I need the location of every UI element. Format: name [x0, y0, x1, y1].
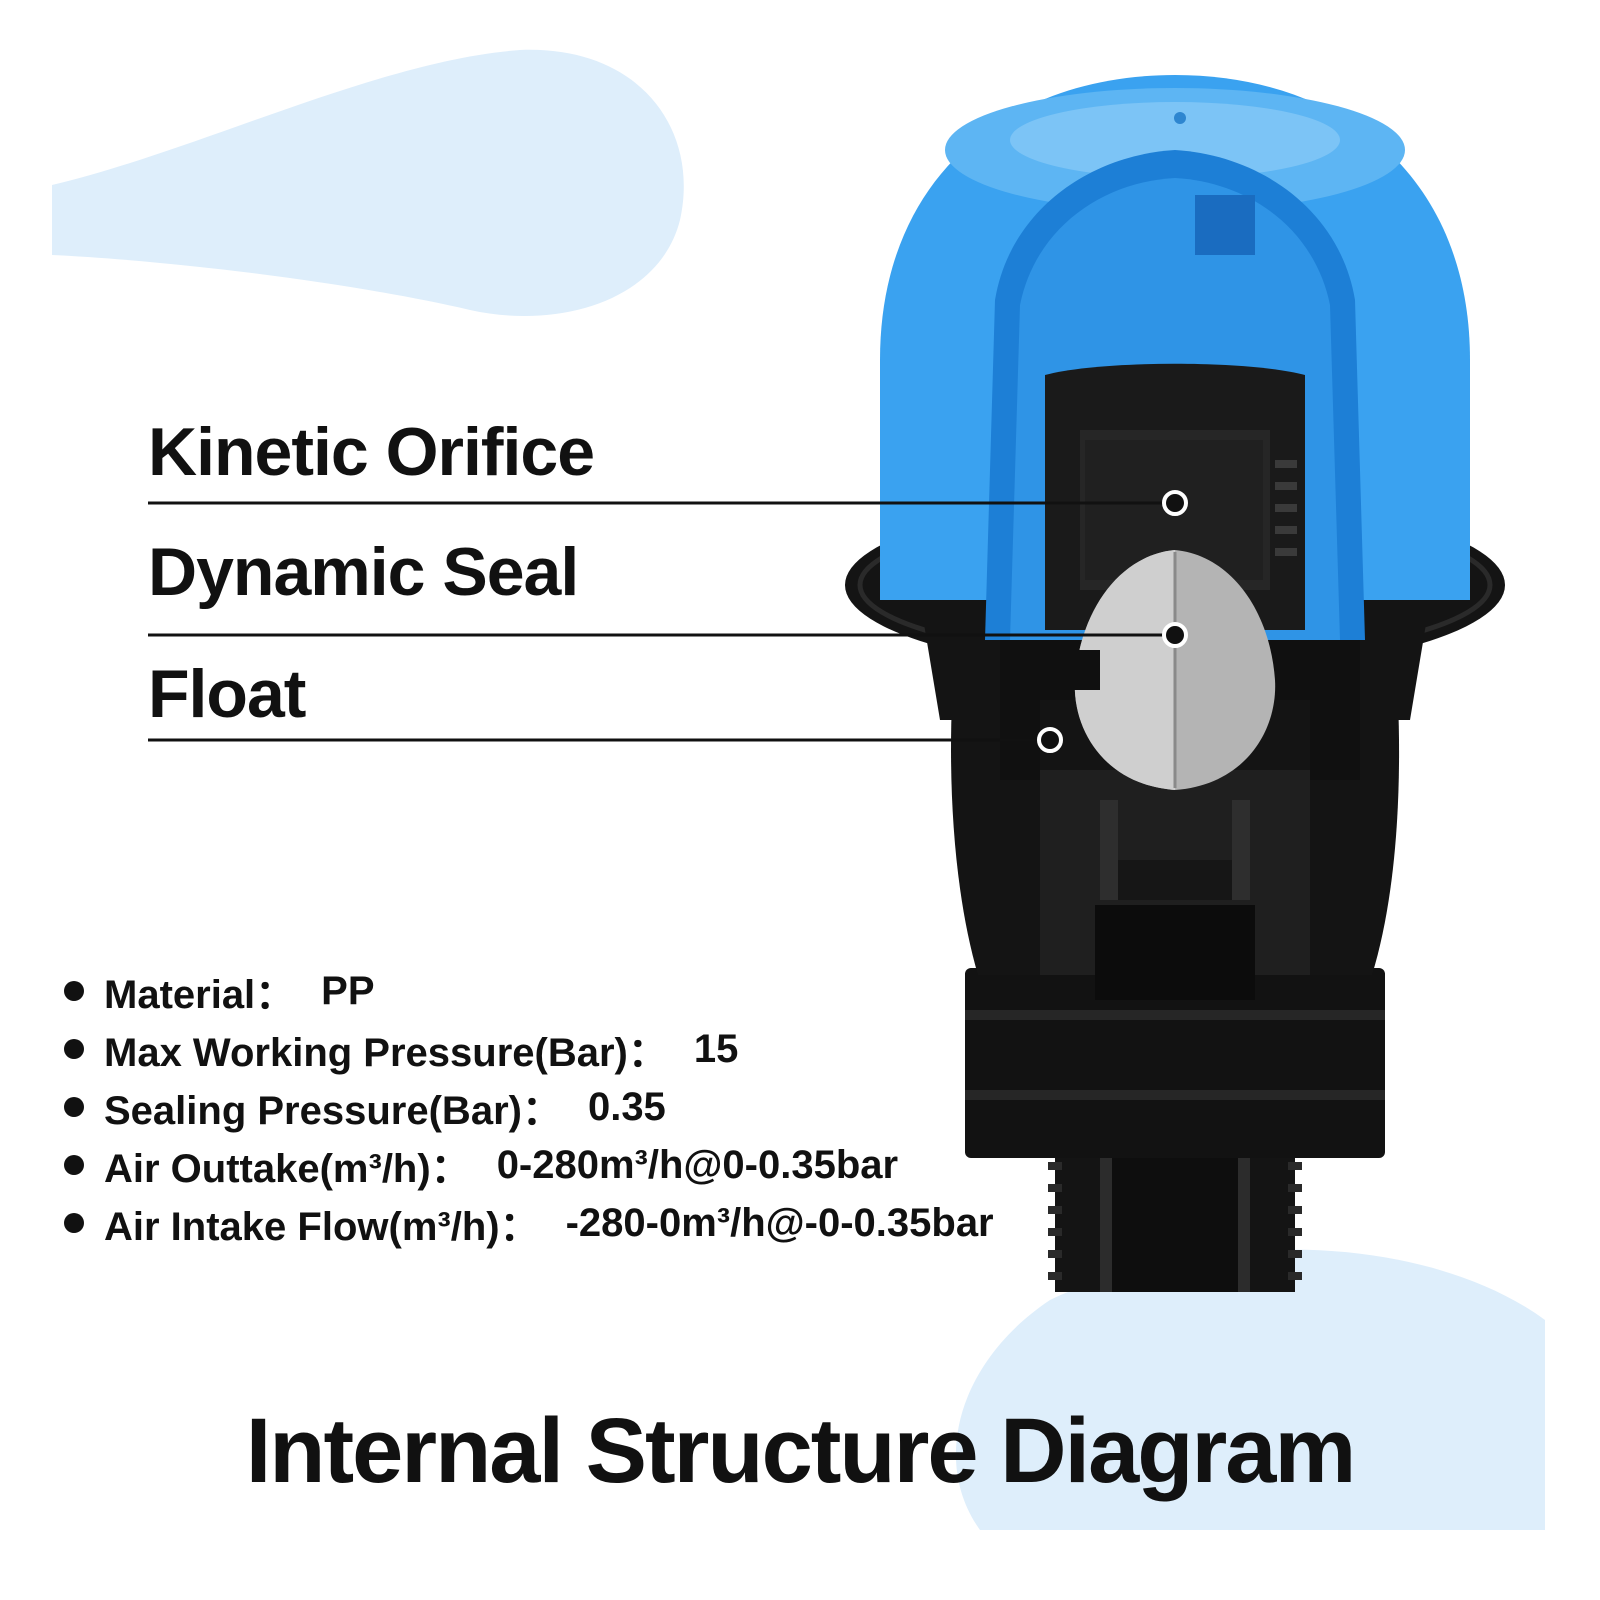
spec-value: PP	[321, 968, 375, 1013]
spec-item-max-working-pressure: Max Working Pressure(Bar)： 15	[64, 1020, 994, 1078]
callout-label-dynamic-seal: Dynamic Seal	[148, 534, 579, 610]
callout-label-float: Float	[148, 656, 306, 732]
spec-label: Air Intake Flow(m³/h)：	[104, 1205, 540, 1249]
spec-item-air-outtake: Air Outtake(m³/h)： 0-280m³/h@0-0.35bar	[64, 1136, 994, 1194]
spec-value: 0.35	[587, 1084, 666, 1129]
background-blob-left	[52, 49, 684, 317]
callout-leaders	[148, 490, 1188, 753]
spec-label: Sealing Pressure(Bar)：	[104, 1089, 562, 1133]
spec-list: Material： PP Max Working Pressure(Bar)： …	[64, 962, 994, 1252]
bullet-icon	[64, 1039, 84, 1059]
float-element	[1060, 550, 1276, 790]
tube-threads	[1275, 460, 1297, 556]
leader-dot-dynamic-seal	[1162, 622, 1188, 648]
bullet-icon	[64, 1097, 84, 1117]
spec-value: 0-280m³/h@0-0.35bar	[496, 1142, 899, 1187]
hex-section	[965, 968, 1385, 1158]
bullet-icon	[64, 1155, 84, 1175]
spec-item-material: Material： PP	[64, 962, 994, 1020]
inner-wall-right	[1260, 640, 1360, 780]
background-blob-right	[955, 1249, 1545, 1530]
callout-label-kinetic-orifice: Kinetic Orifice	[148, 414, 595, 490]
spec-label: Max Working Pressure(Bar)：	[104, 1031, 668, 1075]
spec-value: 15	[693, 1026, 739, 1071]
spec-item-sealing-pressure: Sealing Pressure(Bar)： 0.35	[64, 1078, 994, 1136]
leader-dot-kinetic-orifice	[1162, 490, 1188, 516]
spec-label: Air Outtake(m³/h)：	[104, 1147, 471, 1191]
valve-body	[951, 700, 1400, 1000]
spec-item-air-intake-flow: Air Intake Flow(m³/h)： -280-0m³/h@-0-0.3…	[64, 1194, 994, 1252]
bullet-icon	[64, 1213, 84, 1233]
diagram-title: Internal Structure Diagram	[245, 1400, 1357, 1502]
thread-ridges	[1048, 1162, 1302, 1280]
spec-label: Material：	[104, 973, 296, 1017]
leader-dot-float	[1037, 727, 1063, 753]
bullet-icon	[64, 981, 84, 1001]
spec-value: -280-0m³/h@-0-0.35bar	[565, 1200, 994, 1245]
